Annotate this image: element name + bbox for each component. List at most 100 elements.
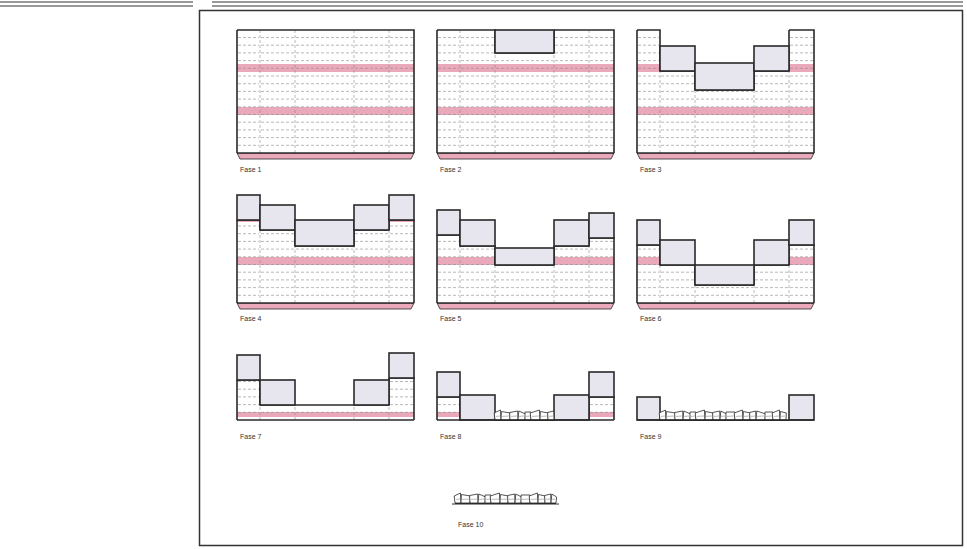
floor-line (755, 99, 788, 100)
floor-slab (495, 107, 554, 115)
floor-slab (354, 257, 389, 265)
rubble-block (659, 410, 666, 420)
floor-line (461, 52, 494, 53)
building-body (554, 30, 589, 153)
rubble-crack (744, 416, 749, 417)
phase-drawing (237, 30, 414, 159)
floor-line (261, 76, 294, 77)
floor-line (238, 412, 259, 413)
floor-line (438, 287, 459, 288)
phase-drawing (452, 493, 559, 504)
ground-line (637, 152, 814, 154)
floor-line (638, 99, 659, 100)
floor-line (238, 389, 259, 390)
phase-caption: Fase 5 (440, 315, 461, 322)
floor-line (390, 264, 413, 265)
floor-line (661, 106, 694, 107)
floor-line (355, 272, 388, 273)
column-line (660, 265, 661, 303)
floor-line (461, 264, 494, 265)
floor-slab (295, 107, 354, 115)
floor-line (661, 129, 694, 130)
demolition-block (695, 265, 754, 285)
floor-line (496, 145, 553, 146)
building-body (237, 220, 260, 303)
floor-line (461, 295, 494, 296)
column-line (460, 246, 461, 303)
building-outline (237, 220, 260, 303)
demolition-block (589, 372, 614, 397)
floor-line (261, 129, 294, 130)
building-outline (260, 230, 295, 246)
foundation (637, 303, 814, 309)
rubble-crack (714, 416, 719, 417)
floor-line (661, 145, 694, 146)
floor-line (390, 60, 413, 61)
rubble-block (548, 411, 554, 420)
rubble-crack (684, 416, 689, 417)
building-body (437, 397, 460, 420)
floor-line (638, 122, 659, 123)
phase-drawing (437, 210, 614, 309)
floor-line (355, 45, 388, 46)
floor-slab (637, 64, 660, 72)
floor-line (261, 145, 294, 146)
phase-caption: Fase 4 (240, 315, 261, 322)
floor-slab (637, 257, 660, 265)
floor-line (755, 137, 788, 138)
building-outline (389, 30, 414, 153)
floor-line (238, 122, 259, 123)
floor-line (755, 279, 788, 280)
column-line (389, 405, 390, 420)
floor-line (555, 256, 588, 257)
floor-line (238, 68, 259, 69)
rubble-crack (539, 499, 544, 500)
building-outline (754, 71, 789, 90)
rubble-block (490, 493, 500, 503)
building-outline (354, 230, 389, 246)
building-outline (354, 29, 389, 31)
building-body (660, 265, 695, 303)
floor-line (390, 226, 413, 227)
floor-line (696, 122, 753, 123)
floor-line (296, 83, 353, 84)
floor-slab (389, 107, 414, 115)
building-outline (237, 30, 260, 153)
demolition-block (660, 46, 695, 71)
floor-line (355, 76, 388, 77)
floor-line (755, 91, 788, 92)
floor-line (261, 241, 294, 242)
floor-slab (354, 412, 389, 417)
floor-line (390, 129, 413, 130)
phase-drawing (637, 395, 814, 421)
floor-line (696, 106, 753, 107)
rubble-block (772, 410, 780, 420)
floor-line (790, 99, 813, 100)
building-outline (660, 265, 695, 285)
building-body (237, 380, 260, 420)
demolition-block (437, 210, 460, 235)
floor-line (590, 287, 613, 288)
floor-line (790, 295, 813, 296)
floor-line (755, 83, 788, 84)
ground-line (437, 302, 614, 304)
floor-line (355, 60, 388, 61)
floor-line (461, 129, 494, 130)
floor-line (590, 272, 613, 273)
floor-line (261, 91, 294, 92)
building-body (495, 265, 554, 303)
floor-line (496, 287, 553, 288)
rubble-block (518, 411, 526, 420)
rubble-crack (546, 499, 550, 500)
demolition-block (789, 395, 814, 420)
floor-line (755, 129, 788, 130)
floor-line (590, 106, 613, 107)
floor-line (238, 287, 259, 288)
rubble-crack (751, 416, 755, 417)
floor-line (590, 279, 613, 280)
floor-line (555, 76, 588, 77)
floor-line (390, 241, 413, 242)
floor-line (390, 99, 413, 100)
floor-line (555, 287, 588, 288)
